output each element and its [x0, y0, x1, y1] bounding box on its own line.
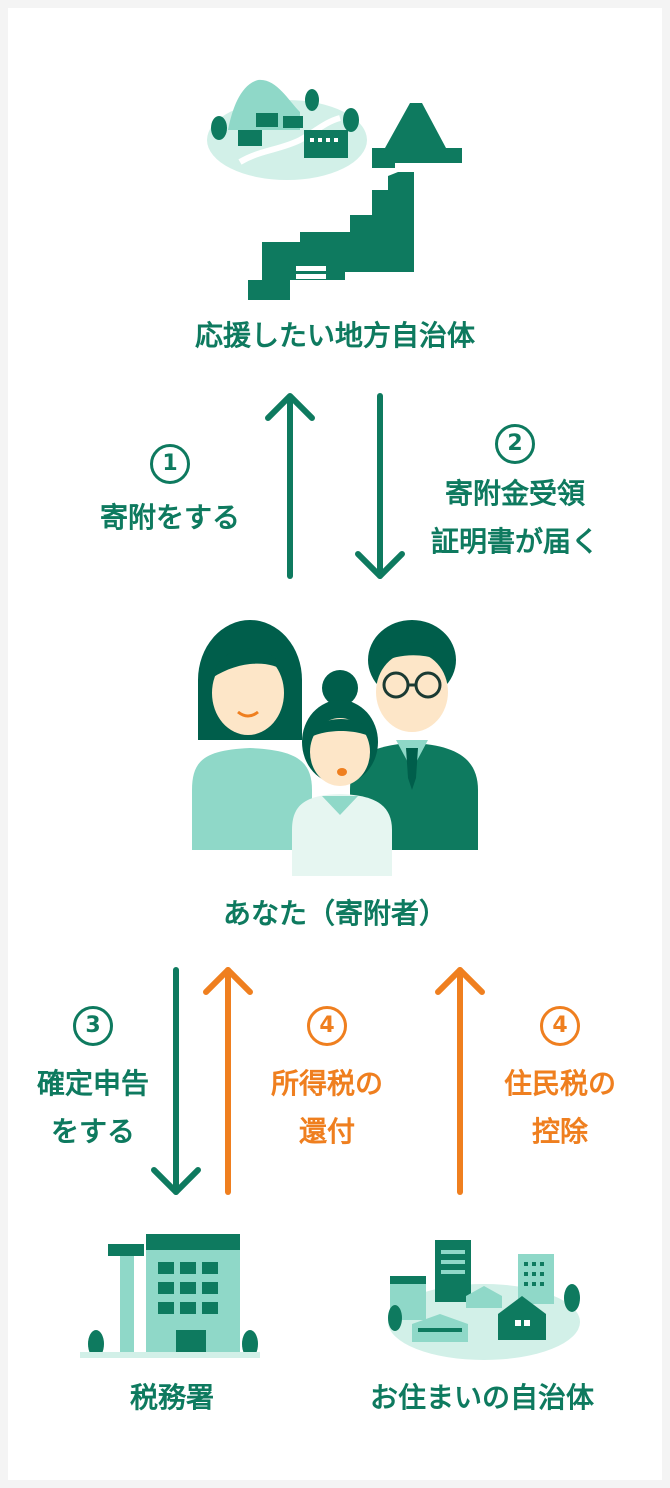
tax-office-label: 税務署 [129, 1381, 215, 1414]
step-4-income-tax-number: 4 [307, 1006, 347, 1046]
step-4-resident-tax-label-line2: 控除 [531, 1115, 589, 1148]
step-1-number: 1 [150, 444, 190, 484]
arrow-down-certificate [355, 393, 405, 579]
step-4-income-tax-label-line2: 還付 [298, 1115, 356, 1148]
step-2-label-line1: 寄附金受領 [444, 477, 586, 510]
step-4-income-tax-label-line1: 所得税の [270, 1067, 384, 1100]
arrow-up-resident-tax-deduction [435, 967, 485, 1195]
arrow-down-tax-return [151, 967, 201, 1195]
step-2-label-line2: 証明書が届く [430, 525, 600, 558]
step-4-resident-tax-label-line1: 住民税の [503, 1067, 617, 1100]
japan-map-village-icon [207, 79, 462, 300]
step-3-number: 3 [73, 1006, 113, 1046]
arrow-up-income-tax-refund [203, 967, 253, 1195]
step-1-label: 寄附をする [99, 501, 241, 534]
donor-label: あなた（寄附者） [222, 897, 448, 930]
local-government-label: お住まいの自治体 [369, 1381, 595, 1414]
step-2-number: 2 [495, 424, 535, 464]
step-3-label-line2: をする [50, 1115, 136, 1148]
family-icon [192, 620, 478, 876]
step-4-resident-tax-number: 4 [540, 1006, 580, 1046]
town-icon [388, 1240, 580, 1360]
step-3-label-line1: 確定申告 [36, 1067, 150, 1100]
arrows [151, 393, 485, 1195]
municipality-label: 応援したい地方自治体 [194, 319, 476, 352]
arrow-up-donate [265, 393, 315, 579]
office-building-icon [80, 1234, 260, 1358]
